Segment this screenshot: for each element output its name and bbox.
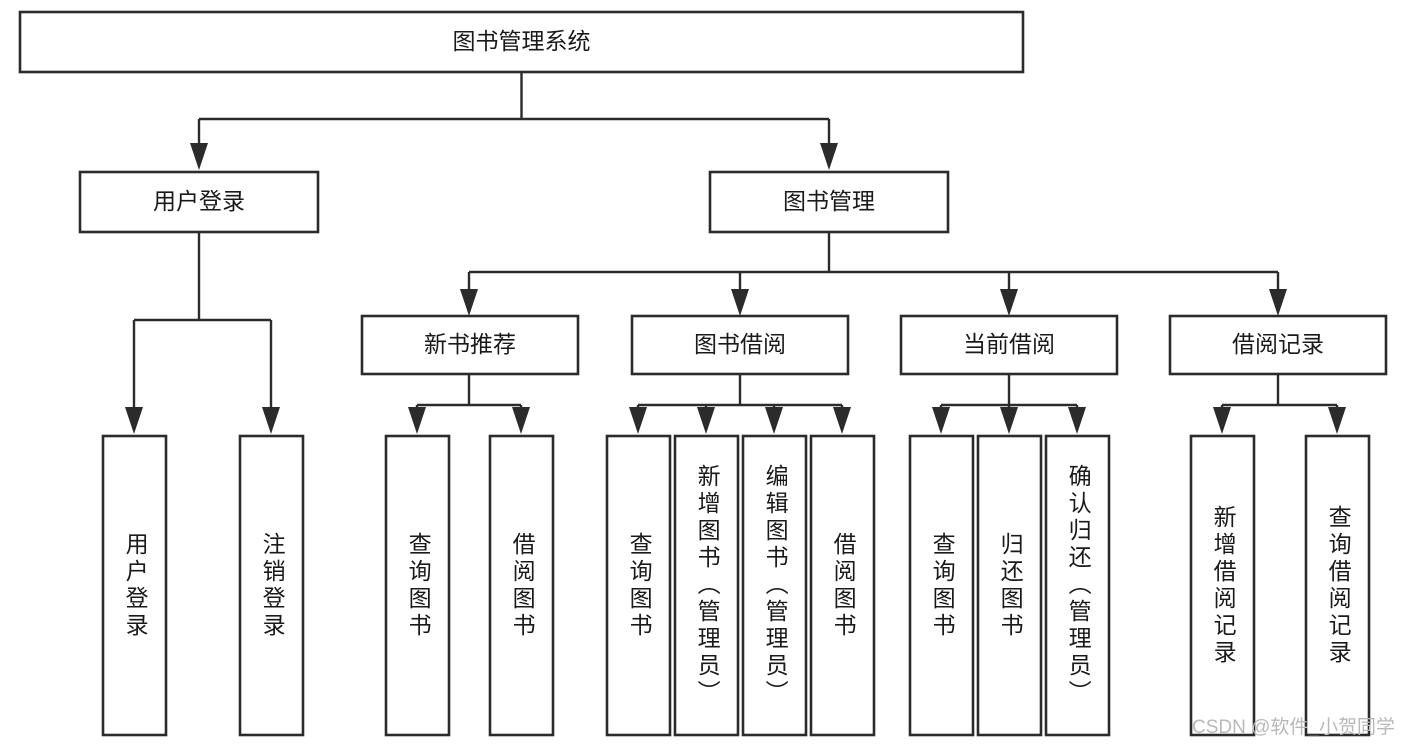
node-box-leaf-borrow-edit-book[interactable] xyxy=(741,434,808,737)
node-book-manage[interactable]: 图书管理 xyxy=(708,170,950,234)
node-box-current-borrow[interactable] xyxy=(899,314,1119,376)
connector-group-newbook xyxy=(408,374,530,434)
arrow-head-bb-leaf1 xyxy=(629,407,647,434)
arrow-head-cb-leaf3 xyxy=(1068,407,1086,434)
node-root[interactable]: 图书管理系统 xyxy=(18,10,1025,74)
csdn-watermark: CSDN @软件_小贺同学 xyxy=(1192,717,1395,738)
node-box-leaf-cur-query-book[interactable] xyxy=(908,434,975,737)
arrow-head-bookmanage xyxy=(820,143,838,170)
node-box-leaf-borrow-add-book[interactable] xyxy=(673,434,740,737)
node-label-borrow-record: 借阅记录 xyxy=(1232,331,1324,357)
connector-group-bookborrow xyxy=(629,374,851,434)
node-box-book-manage[interactable] xyxy=(708,170,950,234)
arrow-head-leaf-logout xyxy=(262,407,280,434)
node-box-user-login[interactable] xyxy=(78,170,320,234)
node-box-root[interactable] xyxy=(18,10,1025,74)
node-borrow-record[interactable]: 借阅记录 xyxy=(1168,314,1388,376)
arrow-head-cb-leaf2 xyxy=(1000,407,1018,434)
arrow-head-cb-leaf1 xyxy=(932,407,950,434)
arrow-head-bb-leaf2 xyxy=(697,407,715,434)
node-box-new-book-rec[interactable] xyxy=(360,314,580,376)
node-box-leaf-rec-borrow-book[interactable] xyxy=(488,434,555,737)
leaf-boxes xyxy=(101,434,1371,737)
node-book-borrow[interactable]: 图书借阅 xyxy=(630,314,850,376)
node-box-borrow-record[interactable] xyxy=(1168,314,1388,376)
arrow-head-bb-leaf4 xyxy=(833,407,851,434)
node-label-book-borrow: 图书借阅 xyxy=(694,331,786,357)
arrow-head-bb-leaf3 xyxy=(765,407,783,434)
node-box-book-borrow[interactable] xyxy=(630,314,850,376)
node-user-login[interactable]: 用户登录 xyxy=(78,170,320,234)
arrow-head-userlogin xyxy=(190,143,208,170)
connector-group-root xyxy=(190,72,838,170)
node-box-leaf-user-login[interactable] xyxy=(101,434,168,737)
connector-group-bookmanage xyxy=(460,232,1287,316)
connector-group-curborrow xyxy=(932,374,1086,434)
arrow-head-leaf-user-login xyxy=(125,407,143,434)
connector-group-borrowrecord xyxy=(1213,374,1346,434)
arrow-head-br-leaf1 xyxy=(1213,407,1231,434)
arrow-head-nb-leaf2 xyxy=(512,407,530,434)
arrow-head-br-leaf2 xyxy=(1328,407,1346,434)
connector-group-userlogin xyxy=(125,232,280,434)
node-label-user-login: 用户登录 xyxy=(153,188,245,214)
arrow-head-newbook xyxy=(460,289,478,316)
node-label-book-manage: 图书管理 xyxy=(783,188,875,214)
arrow-head-bookborrow xyxy=(731,289,749,316)
arrow-head-borrowrecord xyxy=(1269,289,1287,316)
arrow-head-nb-leaf1 xyxy=(408,407,426,434)
node-box-leaf-rec-add-record[interactable] xyxy=(1189,434,1256,737)
node-box-leaf-rec-query-book[interactable] xyxy=(384,434,451,737)
node-box-leaf-borrow-query-book[interactable] xyxy=(605,434,672,737)
node-current-borrow[interactable]: 当前借阅 xyxy=(899,314,1119,376)
node-label-new-book-rec: 新书推荐 xyxy=(424,331,516,357)
node-box-leaf-logout[interactable] xyxy=(238,434,305,737)
node-box-leaf-cur-return-book[interactable] xyxy=(976,434,1043,737)
node-box-leaf-cur-confirm-return[interactable] xyxy=(1044,434,1111,737)
node-box-leaf-borrow-borrow-book[interactable] xyxy=(809,434,876,737)
arrow-head-curborrow xyxy=(1000,289,1018,316)
node-label-root: 图书管理系统 xyxy=(453,28,591,54)
node-new-book-rec[interactable]: 新书推荐 xyxy=(360,314,580,376)
node-label-current-borrow: 当前借阅 xyxy=(963,331,1055,357)
node-box-leaf-rec-query-record[interactable] xyxy=(1304,434,1371,737)
